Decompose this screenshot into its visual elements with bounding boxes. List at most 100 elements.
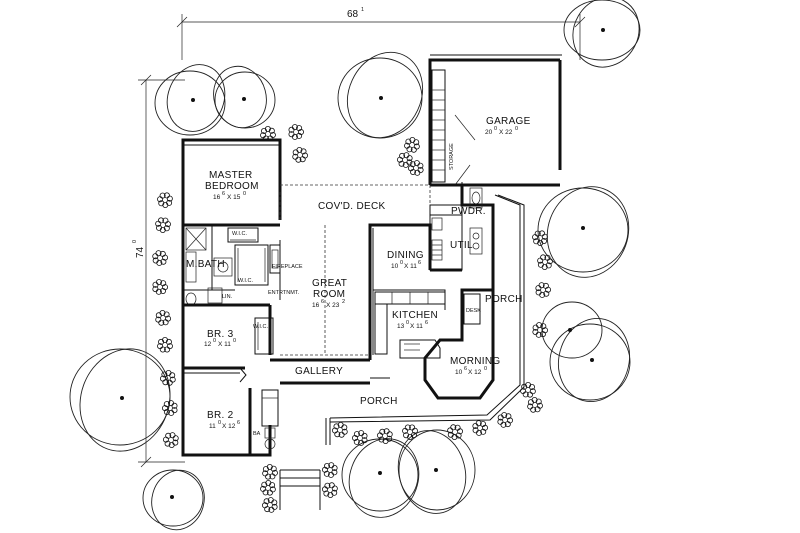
- morning-size: 10 6 X 12 0: [455, 366, 487, 376]
- garage: STORAGE GARAGE 20 0 X 22 0: [428, 54, 562, 188]
- shrub: [152, 279, 168, 295]
- svg-text:X 15: X 15: [227, 194, 241, 201]
- svg-text:16: 16: [312, 302, 320, 309]
- tree-left-lower: [69, 348, 171, 452]
- entrtnmt-label: ENTRTNMT.: [268, 290, 300, 296]
- svg-text:X 23: X 23: [326, 302, 340, 309]
- tree-top-center: [337, 51, 424, 139]
- great-room-line1: GREAT: [312, 278, 347, 289]
- pwdr-name: PWDR.: [451, 206, 486, 217]
- svg-text:0: 0: [406, 320, 409, 326]
- shrub: [535, 282, 552, 298]
- shrub: [321, 482, 338, 498]
- shrub: [262, 463, 278, 480]
- svg-text:16: 16: [213, 194, 221, 201]
- width-dimension-sup: 1: [361, 7, 364, 13]
- shrub: [537, 254, 553, 270]
- svg-text:X 12: X 12: [222, 423, 236, 430]
- shrub: [404, 136, 420, 153]
- tree-right-lower: [541, 301, 631, 403]
- shrub: [532, 230, 548, 246]
- great-room: GREAT ROOM 16 6 X 23 2: [280, 225, 370, 356]
- shrub: [261, 497, 278, 513]
- powder-util: PWDR. UTIL: [429, 187, 486, 271]
- hall-bath: BA: [253, 389, 279, 450]
- shrub: [161, 400, 178, 416]
- gallery: GALLERY PORCH: [270, 358, 397, 407]
- shrub: [351, 430, 368, 446]
- kitchen-name: KITCHEN: [392, 310, 438, 321]
- shrub: [497, 412, 513, 428]
- master-name-line1: MASTER: [209, 170, 252, 181]
- wic2-label: W.I.C.: [238, 278, 253, 284]
- shrub: [321, 462, 338, 478]
- svg-text:0: 0: [233, 338, 236, 344]
- shrub: [396, 152, 413, 168]
- dining-room: DINING 10 0 X 11 6: [368, 205, 462, 360]
- shrub: [162, 432, 179, 448]
- great-room-size: 16 6 X 23 2: [312, 299, 345, 309]
- mbath-name: M.BATH: [186, 259, 225, 270]
- shrub: [155, 309, 171, 326]
- shrub: [260, 479, 276, 496]
- covd-deck-name: COV'D. DECK: [318, 201, 385, 212]
- br3-size: 12 0 X 11 0: [204, 338, 236, 348]
- tree-top-left: [154, 64, 276, 136]
- svg-text:X 11: X 11: [404, 263, 417, 270]
- wic3-label: W.I.C.: [253, 324, 268, 330]
- svg-text:0: 0: [494, 126, 497, 132]
- tree-bottom-left: [142, 469, 205, 531]
- svg-text:0: 0: [515, 126, 518, 132]
- bedroom-3: W.I.C. BR. 3 12 0 X 11 0: [183, 305, 274, 370]
- shrub: [155, 217, 171, 233]
- shrub: [331, 421, 348, 438]
- shrub: [157, 192, 173, 208]
- ba-label: BA: [253, 431, 261, 437]
- svg-text:6: 6: [237, 420, 240, 426]
- shrub: [376, 428, 393, 444]
- shrub: [157, 336, 173, 353]
- svg-text:0: 0: [243, 191, 246, 197]
- svg-text:0: 0: [213, 338, 216, 344]
- shrub: [402, 424, 418, 440]
- svg-text:12: 12: [204, 341, 212, 348]
- shrub: [447, 424, 463, 440]
- covered-deck: COV'D. DECK: [279, 185, 431, 225]
- morning-name: MORNING: [450, 356, 500, 367]
- gallery-name: GALLERY: [295, 366, 343, 377]
- kitchen-size: 13 0 X 11 6: [397, 320, 428, 330]
- svg-text:X 12: X 12: [468, 369, 482, 376]
- dining-name: DINING: [387, 250, 424, 261]
- shrub: [152, 250, 168, 266]
- svg-text:10: 10: [455, 369, 463, 376]
- lin-label: LIN.: [222, 294, 233, 300]
- dining-size: 10 0 X 11 6: [391, 260, 421, 270]
- svg-text:6: 6: [418, 260, 421, 266]
- br3-name: BR. 3: [207, 329, 234, 340]
- svg-text:13: 13: [397, 323, 405, 330]
- br2-size: 11 0 X 12 6: [209, 420, 240, 430]
- front-steps: [279, 469, 321, 510]
- tree-right-upper: [537, 186, 630, 278]
- wic1-label: W.I.C.: [232, 231, 247, 237]
- util-name: UTIL: [450, 240, 473, 251]
- svg-text:X 11: X 11: [410, 323, 423, 330]
- master-name-line2: BEDROOM: [205, 181, 259, 192]
- kitchen: KITCHEN 13 0 X 11 6: [373, 289, 446, 359]
- morning-room: DESK MORNING 10 6 X 12 0: [423, 288, 500, 400]
- shrub: [520, 381, 536, 398]
- br2-name: BR. 2: [207, 410, 234, 421]
- landscape-trees: [69, 0, 641, 531]
- shrub: [292, 146, 308, 163]
- storage-label: STORAGE: [449, 143, 455, 170]
- desk-label: DESK: [466, 308, 481, 314]
- depth-dimension-sup: 0: [132, 240, 138, 243]
- svg-text:6: 6: [464, 366, 467, 372]
- garage-name: GARAGE: [486, 116, 531, 127]
- svg-text:X 11: X 11: [218, 341, 231, 348]
- master-bedroom: MASTER BEDROOM 16 6 X 15 0: [183, 144, 430, 227]
- fireplace: FIREPLACE ENTRTNMT.: [268, 240, 303, 300]
- shrub: [472, 420, 488, 436]
- svg-text:10: 10: [391, 263, 399, 270]
